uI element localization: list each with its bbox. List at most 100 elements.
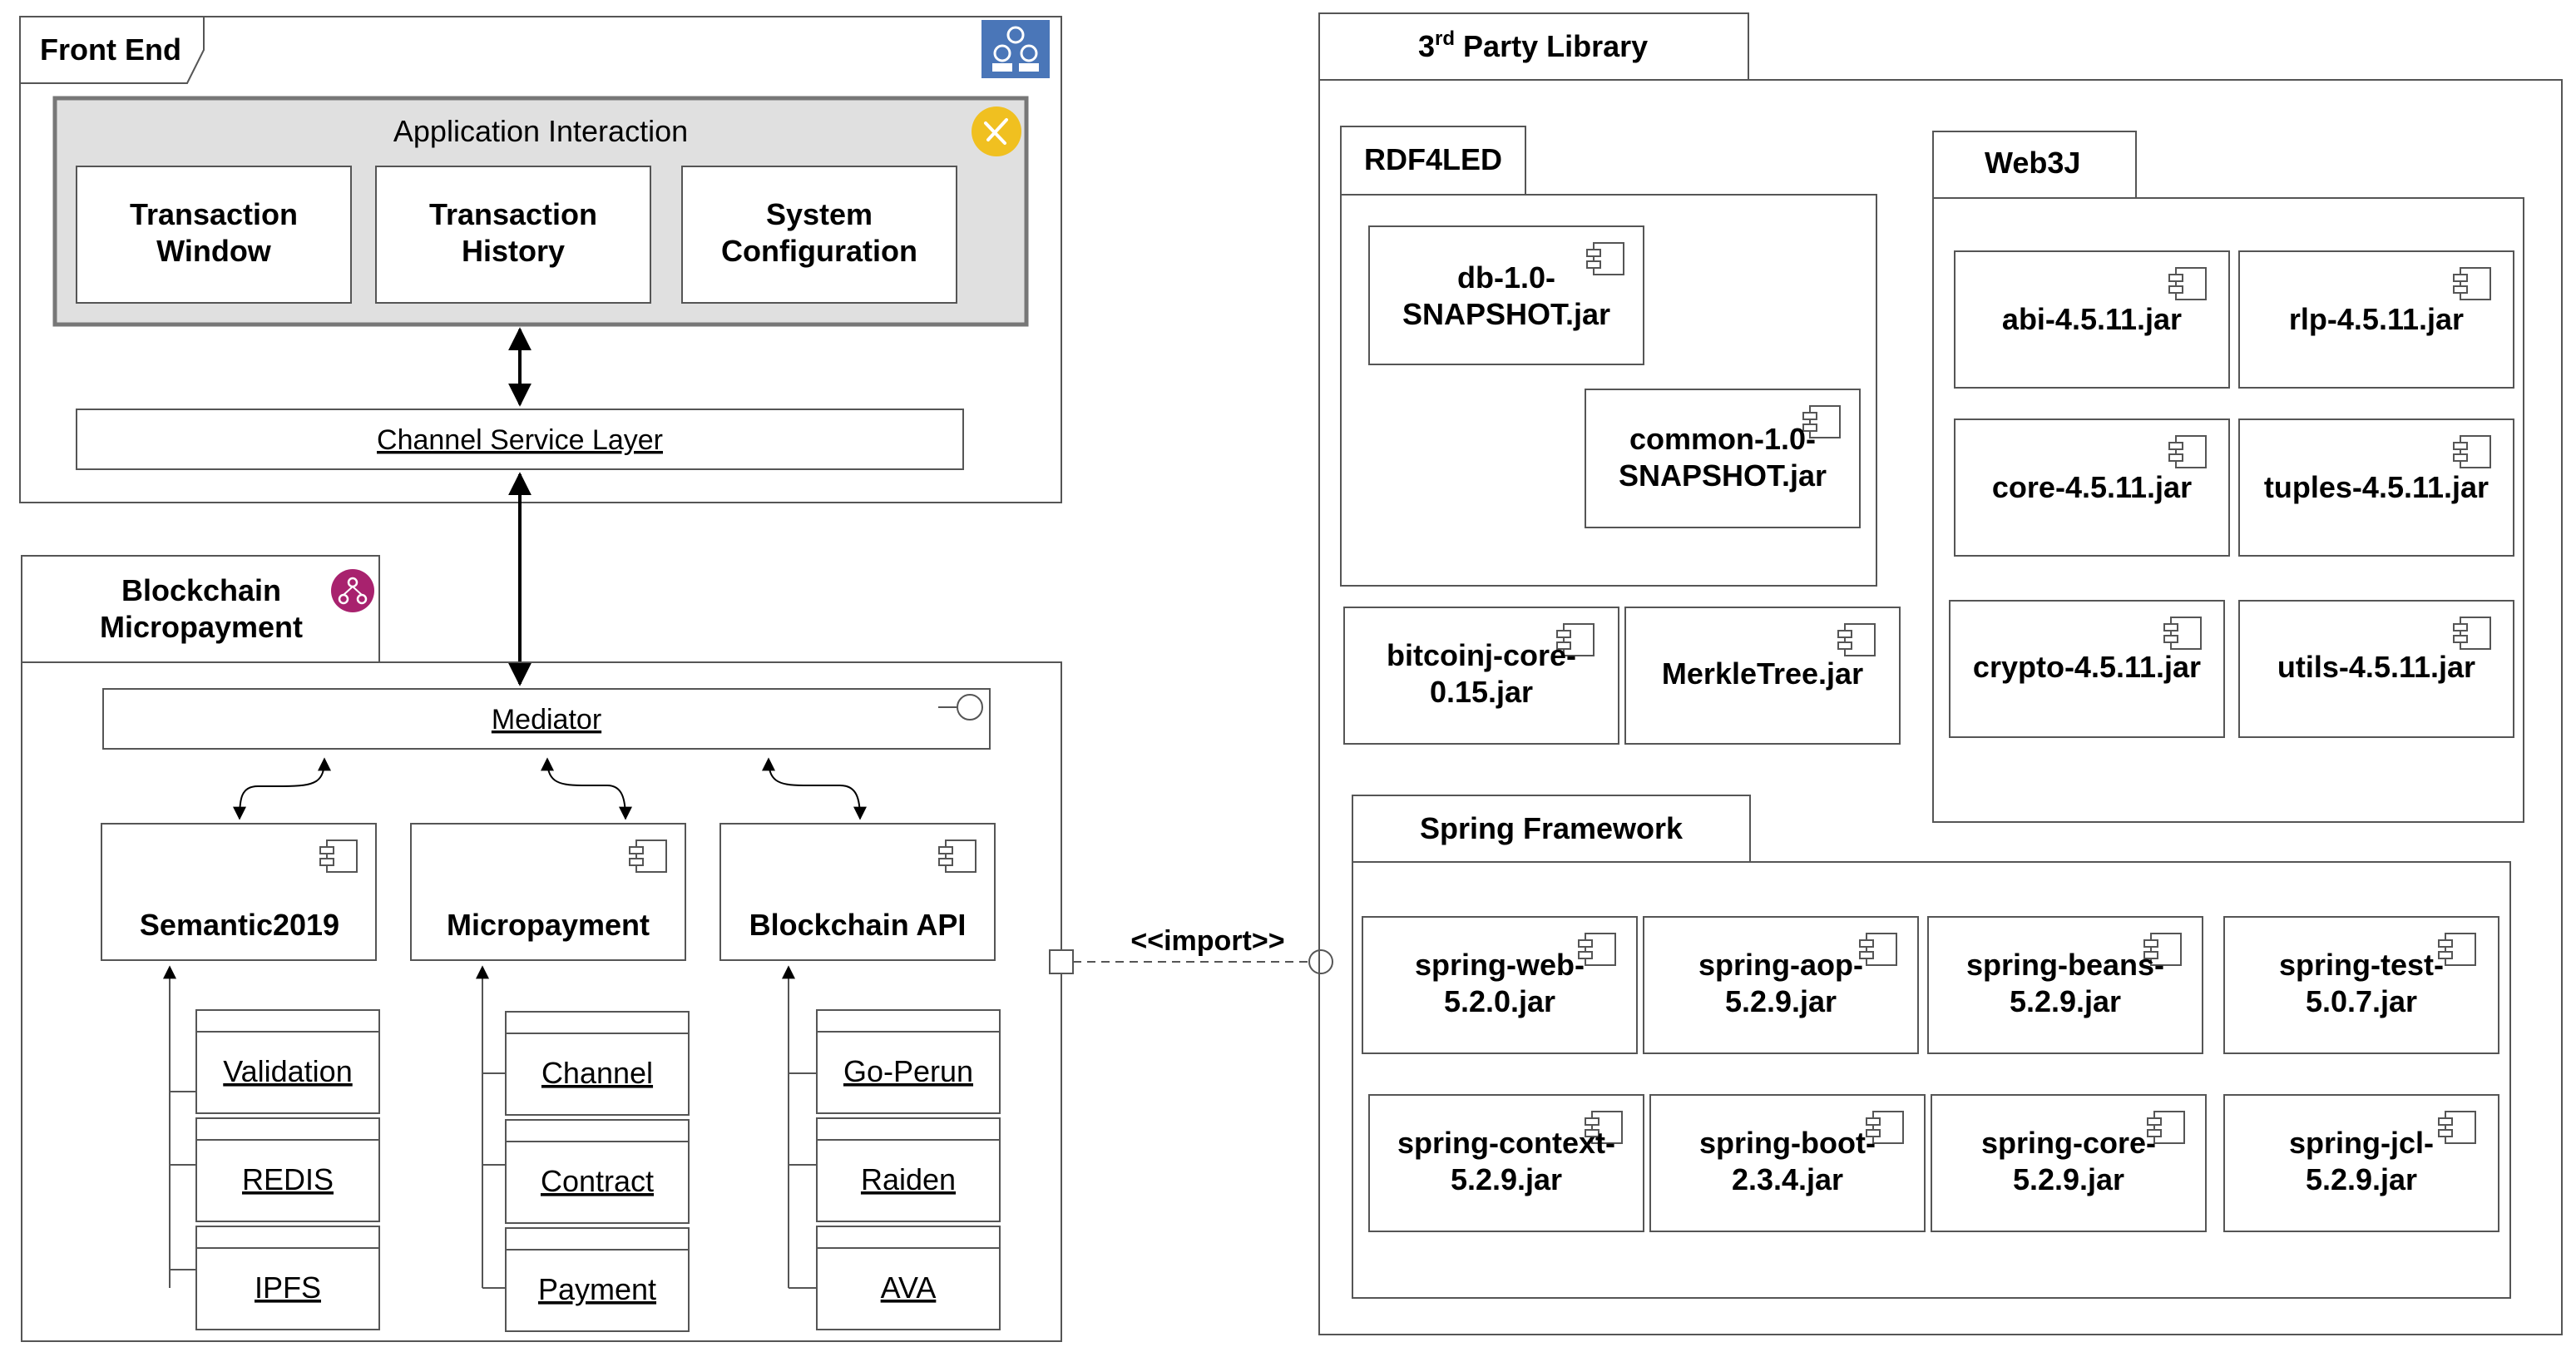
spring-context-jar-component[interactable]: spring-context- 5.2.9.jar	[1368, 1094, 1644, 1232]
redis-label: REDIS	[242, 1162, 334, 1196]
transaction-history-label-2: History	[462, 234, 565, 268]
crypto-jar-component[interactable]: crypto-4.5.11.jar	[1949, 600, 2225, 738]
spring-aop-label-2: 5.2.9.jar	[1725, 984, 1837, 1018]
transaction-window-label-2: Window	[156, 234, 272, 268]
import-label: <<import>>	[1130, 925, 1284, 957]
common-jar-label-2: SNAPSHOT.jar	[1619, 458, 1827, 493]
network-icon	[331, 569, 374, 612]
spring-jcl-label-2: 5.2.9.jar	[2306, 1162, 2417, 1196]
spring-core-label-1: spring-core-	[1981, 1126, 2156, 1160]
blockchain-api-label: Blockchain API	[749, 908, 967, 942]
mediator-label: Mediator	[492, 704, 601, 735]
import-dependency: <<import>>	[1049, 925, 1333, 974]
ava-part[interactable]: AVA	[816, 1226, 1001, 1330]
rlp-jar-label: rlp-4.5.11.jar	[2289, 302, 2464, 336]
spring-boot-label-2: 2.3.4.jar	[1732, 1162, 1843, 1196]
micropayment-label: Micropayment	[447, 908, 650, 942]
spring-framework-package: Spring Framework spring-web- 5.2.0.jar s…	[1352, 795, 2511, 1299]
abi-jar-component[interactable]: abi-4.5.11.jar	[1954, 250, 2230, 389]
blockchain-api-component[interactable]: Blockchain API	[719, 823, 996, 961]
spring-aop-jar-component[interactable]: spring-aop- 5.2.9.jar	[1643, 916, 1919, 1054]
payment-part[interactable]: Payment	[505, 1227, 690, 1332]
transaction-history-label-1: Transaction	[429, 197, 597, 231]
system-configuration-label-1: System	[766, 197, 873, 231]
system-configuration-box[interactable]: System Configuration	[681, 166, 957, 304]
core-jar-component[interactable]: core-4.5.11.jar	[1954, 419, 2230, 557]
ava-label: AVA	[881, 1270, 937, 1305]
raiden-part[interactable]: Raiden	[816, 1117, 1001, 1222]
transaction-history-box[interactable]: Transaction History	[375, 166, 651, 304]
third-party-title: 3rd Party Library	[1418, 27, 1648, 63]
channel-part[interactable]: Channel	[505, 1011, 690, 1116]
spring-jcl-label-1: spring-jcl-	[2289, 1126, 2434, 1160]
utils-jar-component[interactable]: utils-4.5.11.jar	[2238, 600, 2514, 738]
spring-web-label-1: spring-web-	[1415, 948, 1585, 982]
spring-web-label-2: 5.2.0.jar	[1444, 984, 1555, 1018]
tuples-jar-component[interactable]: tuples-4.5.11.jar	[2238, 419, 2514, 557]
interface-lollipop-icon	[938, 694, 983, 721]
spring-context-label-1: spring-context-	[1397, 1126, 1615, 1160]
spring-context-label-2: 5.2.9.jar	[1451, 1162, 1562, 1196]
spring-boot-label-1: spring-boot-	[1699, 1126, 1876, 1160]
rdf4led-package: RDF4LED db-1.0- SNAPSHOT.jar common-1.0-…	[1340, 126, 1877, 587]
db-jar-label-2: SNAPSHOT.jar	[1402, 297, 1610, 331]
bitcoinj-jar-label-2: 0.15.jar	[1430, 675, 1533, 709]
front-end-title: Front End	[40, 32, 181, 67]
interface-circle	[1308, 949, 1333, 974]
spring-beans-label-1: spring-beans-	[1966, 948, 2164, 982]
web3j-title: Web3J	[1985, 146, 2080, 180]
tools-icon	[972, 106, 1021, 156]
channel-service-layer-box[interactable]: Channel Service Layer	[76, 409, 964, 470]
spring-beans-jar-component[interactable]: spring-beans- 5.2.9.jar	[1927, 916, 2203, 1054]
spring-core-jar-component[interactable]: spring-core- 5.2.9.jar	[1931, 1094, 2207, 1232]
validation-part[interactable]: Validation	[195, 1009, 380, 1114]
spring-beans-label-2: 5.2.9.jar	[2010, 984, 2121, 1018]
crypto-jar-label: crypto-4.5.11.jar	[1973, 650, 2201, 684]
utils-jar-label: utils-4.5.11.jar	[2277, 650, 2475, 684]
spring-test-jar-component[interactable]: spring-test- 5.0.7.jar	[2223, 916, 2499, 1054]
ipfs-part[interactable]: IPFS	[195, 1226, 380, 1330]
micropayment-component[interactable]: Micropayment	[410, 823, 686, 961]
spring-boot-jar-component[interactable]: spring-boot- 2.3.4.jar	[1649, 1094, 1926, 1232]
contract-part[interactable]: Contract	[505, 1119, 690, 1224]
merkletree-jar-label: MerkleTree.jar	[1662, 656, 1863, 691]
raiden-label: Raiden	[861, 1162, 956, 1196]
web3j-package: Web3J abi-4.5.11.jar rlp-4.5.11.jar core…	[1932, 131, 2524, 823]
go-perun-part[interactable]: Go-Perun	[816, 1009, 1001, 1114]
application-interaction-title: Application Interaction	[393, 114, 688, 148]
spring-jcl-jar-component[interactable]: spring-jcl- 5.2.9.jar	[2223, 1094, 2499, 1232]
arrow-mediator-micropayment	[541, 757, 632, 820]
port-square	[1049, 949, 1074, 974]
blockchain-micropayment-package: Blockchain Micropayment	[21, 555, 1062, 1342]
abi-jar-label: abi-4.5.11.jar	[2002, 302, 2182, 336]
arrow-mediator-semantic	[233, 757, 331, 820]
third-party-title-text: Party Library	[1455, 29, 1648, 63]
merkletree-jar-component[interactable]: MerkleTree.jar	[1624, 607, 1901, 745]
bitcoinj-jar-label-1: bitcoinj-core-	[1387, 638, 1576, 672]
spring-test-label-1: spring-test-	[2279, 948, 2444, 982]
application-interaction-box: Application Interaction Transaction Wind…	[52, 96, 1029, 327]
db-jar-component[interactable]: db-1.0- SNAPSHOT.jar	[1368, 225, 1644, 365]
common-jar-component[interactable]: common-1.0- SNAPSHOT.jar	[1585, 389, 1861, 528]
people-group-icon	[981, 20, 1050, 78]
transaction-window-box[interactable]: Transaction Window	[76, 166, 352, 304]
contract-label: Contract	[541, 1164, 654, 1198]
common-jar-label-1: common-1.0-	[1629, 422, 1816, 456]
spring-web-jar-component[interactable]: spring-web- 5.2.0.jar	[1362, 916, 1638, 1054]
go-perun-label: Go-Perun	[843, 1054, 973, 1088]
redis-part[interactable]: REDIS	[195, 1117, 380, 1222]
spring-test-label-2: 5.0.7.jar	[2306, 984, 2417, 1018]
semantic2019-component[interactable]: Semantic2019	[101, 823, 377, 961]
channel-label: Channel	[541, 1056, 653, 1090]
tuples-jar-label: tuples-4.5.11.jar	[2264, 470, 2489, 504]
rdf4led-title: RDF4LED	[1364, 142, 1502, 176]
third-party-title-number: 3	[1418, 29, 1435, 63]
bitcoinj-jar-component[interactable]: bitcoinj-core- 0.15.jar	[1343, 607, 1619, 745]
mediator-box[interactable]: Mediator	[102, 688, 991, 750]
rlp-jar-component[interactable]: rlp-4.5.11.jar	[2238, 250, 2514, 389]
blockchain-title-2: Micropayment	[100, 610, 303, 644]
front-end-package: Front End	[19, 16, 1062, 503]
spring-framework-title: Spring Framework	[1420, 811, 1684, 845]
spring-aop-label-1: spring-aop-	[1698, 948, 1863, 982]
